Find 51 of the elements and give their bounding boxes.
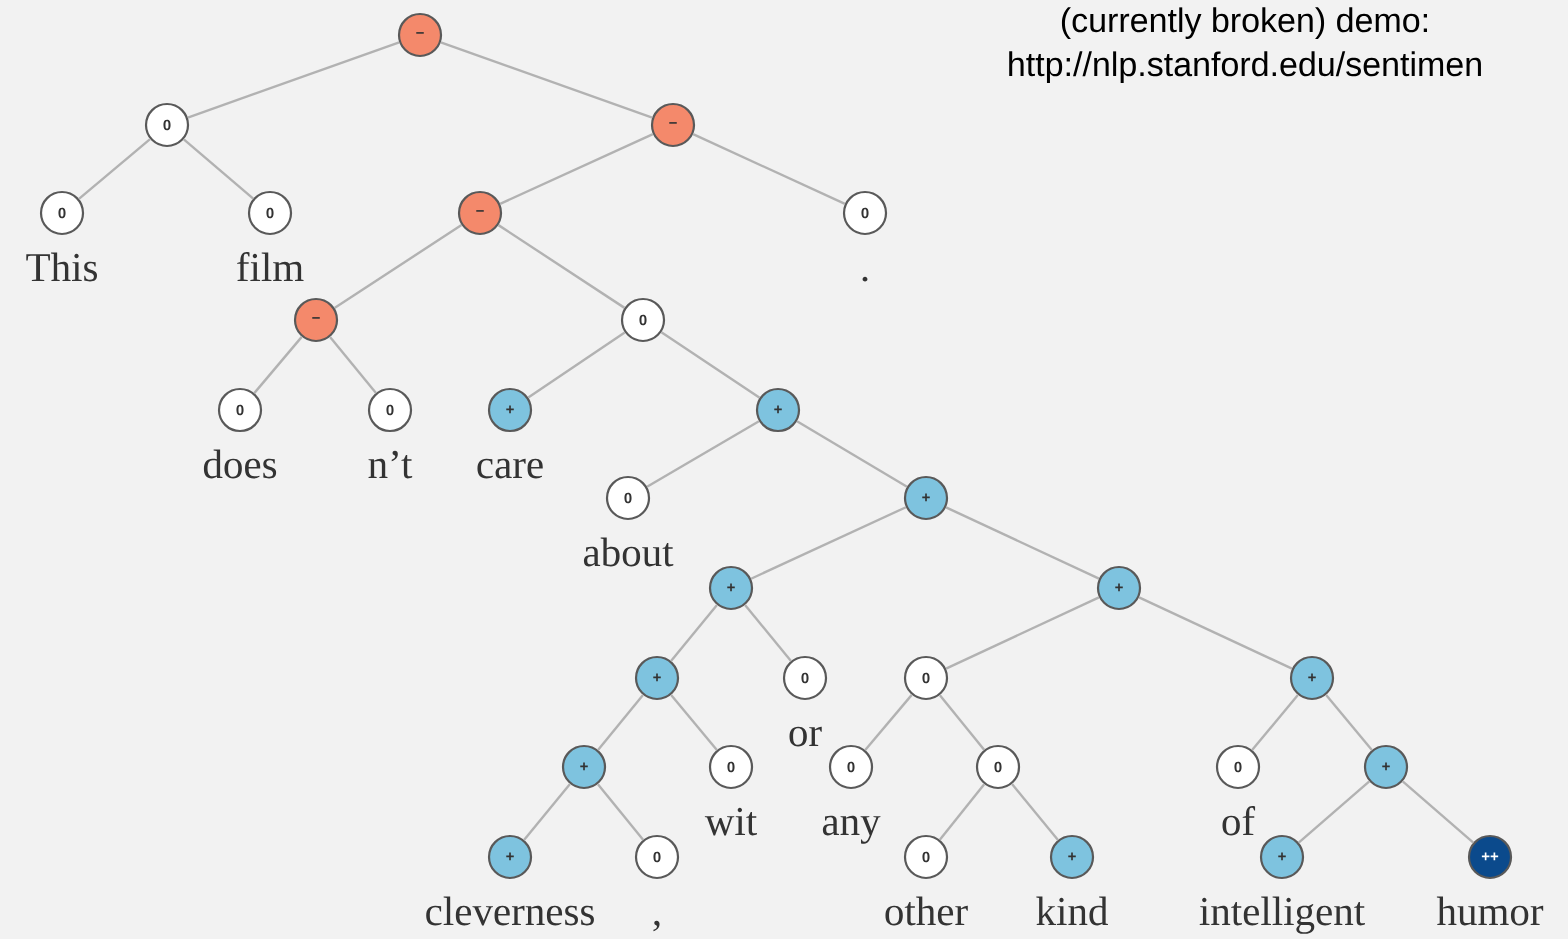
tree-branch: [744, 604, 792, 662]
tree-branch: [78, 138, 151, 200]
word-label: intelligent: [1199, 896, 1365, 934]
tree-branch: [597, 783, 645, 841]
tree-branch: [646, 420, 760, 488]
tree-branch: [1297, 780, 1371, 844]
word-label: any: [822, 815, 881, 844]
tree-branch: [864, 694, 913, 751]
tree-branch: [333, 224, 463, 309]
tree-branch: [1138, 596, 1293, 670]
tree-branch: [1401, 780, 1475, 844]
tree-branch: [938, 694, 986, 751]
tree-branch: [497, 224, 626, 309]
word-label: This: [26, 252, 97, 282]
word-label: n’t: [368, 450, 413, 479]
tree-branch: [670, 694, 718, 751]
tree-branch: [597, 694, 644, 751]
demo-note: http://nlp.stanford.edu/sentimen: [1009, 51, 1481, 84]
tree-branch: [183, 138, 254, 200]
tree-branch: [499, 133, 654, 205]
word-label: cleverness: [426, 896, 594, 926]
word-label: of: [1222, 806, 1256, 836]
tree-branch: [1011, 783, 1059, 841]
tree-branch: [440, 41, 653, 119]
word-label: kind: [1036, 896, 1108, 926]
word-label: care: [477, 458, 543, 479]
tree-branch: [329, 336, 377, 394]
word-label: humor: [1436, 896, 1544, 926]
tree-branch: [945, 506, 1100, 580]
demo-note: (currently broken) demo:: [1061, 7, 1427, 40]
word-label: film: [237, 252, 304, 281]
tree-branch: [187, 41, 400, 119]
word-label: does: [203, 449, 277, 479]
tree-branch: [945, 596, 1100, 670]
tree-branch: [670, 604, 718, 662]
word-label: ,: [653, 920, 660, 932]
tree-branch: [1325, 694, 1373, 751]
tree-branch: [527, 331, 626, 399]
tree-branch: [750, 506, 907, 580]
tree-branch: [253, 336, 303, 394]
tree-branch: [692, 133, 846, 205]
word-label: other: [885, 896, 968, 926]
word-label: or: [789, 726, 822, 747]
word-label: wit: [704, 807, 757, 836]
word-label: .: [862, 276, 868, 282]
word-label: about: [583, 537, 674, 567]
tree-branch: [796, 420, 908, 488]
tree-branch: [938, 783, 986, 841]
tree-branch: [523, 783, 571, 841]
tree-branch: [660, 331, 761, 399]
tree-branch: [1251, 694, 1299, 751]
